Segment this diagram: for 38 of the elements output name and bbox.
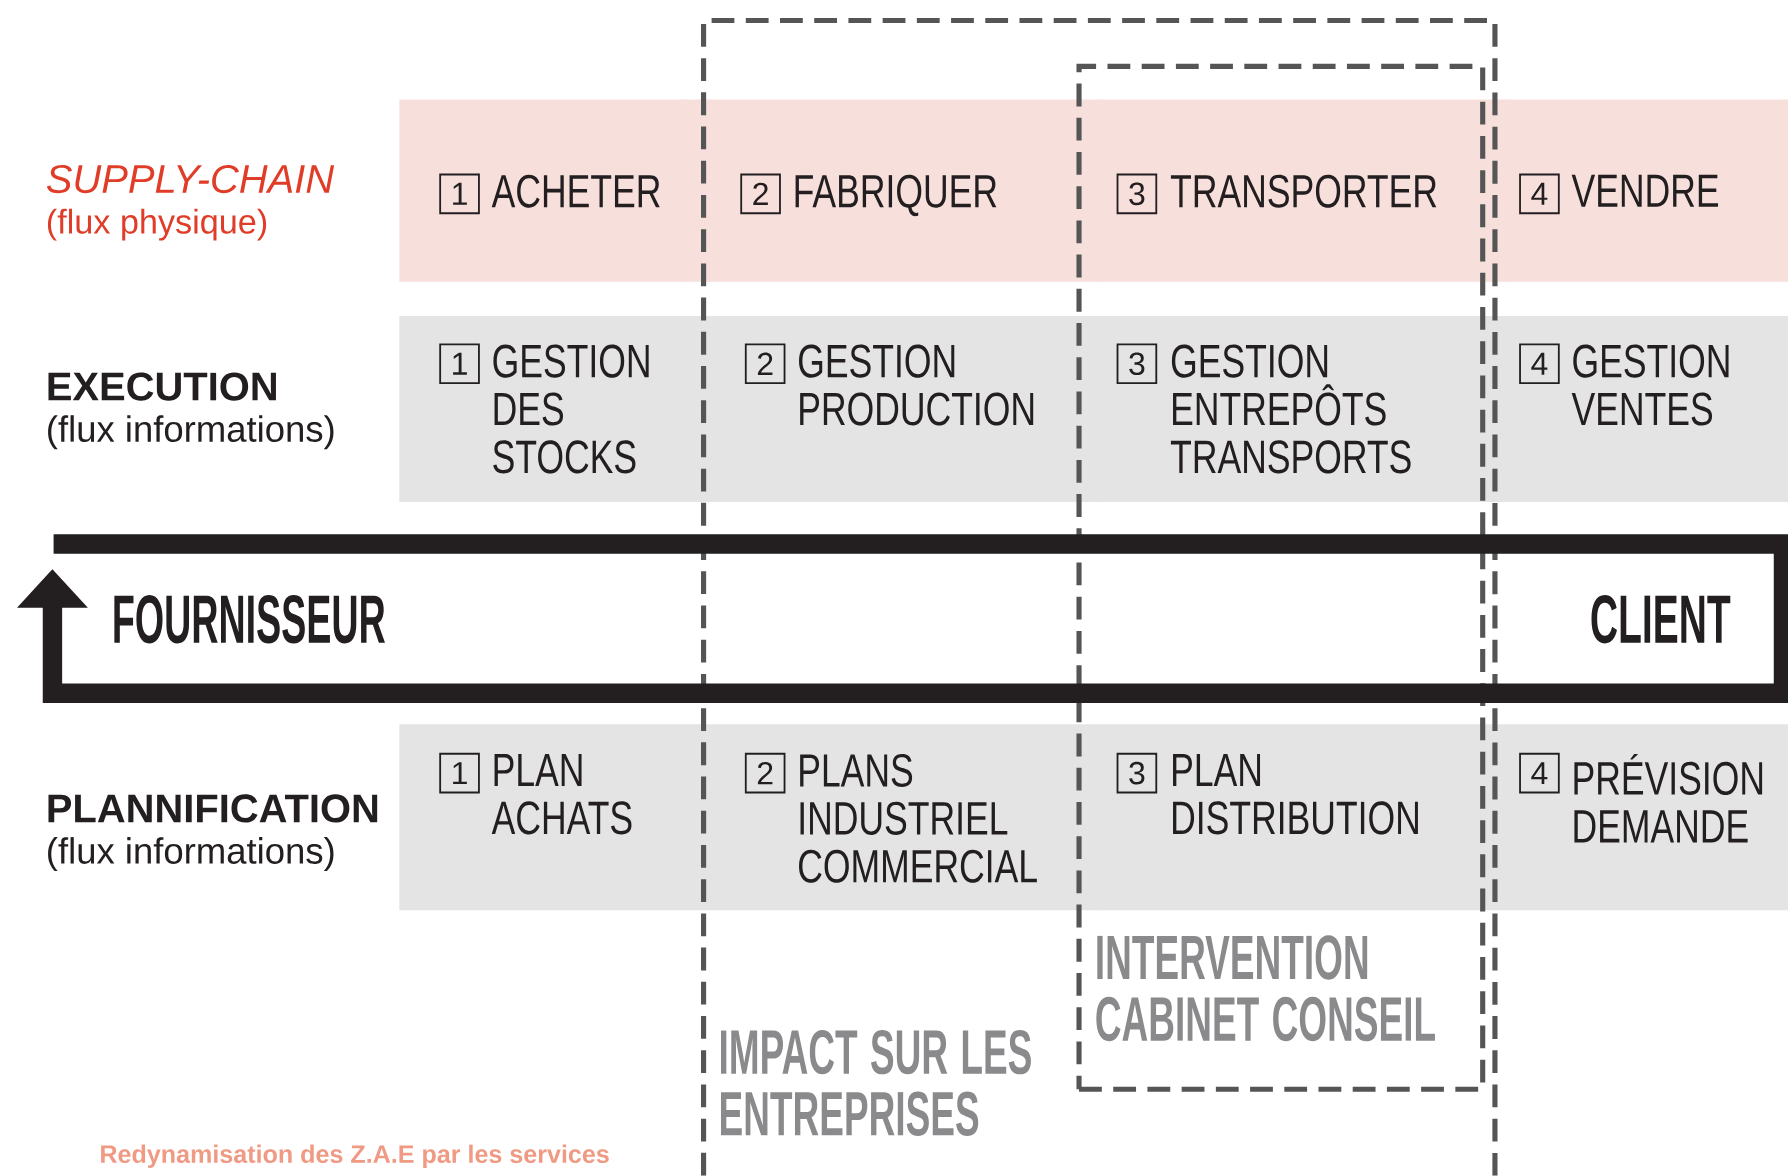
- node-label: GESTION VENTES: [1571, 344, 1729, 426]
- node-label: 2: [753, 182, 768, 206]
- end-label: FOURNISSEUR: [114, 595, 385, 644]
- node-label: 2: [757, 352, 773, 376]
- node-label: VENDRE: [1571, 174, 1719, 208]
- cell-box: 1 PLAN ACHATS: [399, 724, 686, 911]
- cell-box: 4 VENDRE: [1505, 99, 1788, 283]
- node-label: PLAN ACHATS: [491, 754, 632, 835]
- node-label: PRÉVISION DEMANDE: [1574, 754, 1763, 843]
- node-label: 4: [1531, 183, 1548, 206]
- node-label: PLANS INDUSTRIEL COMMERCIAL: [799, 754, 1037, 883]
- node-label: 1: [453, 762, 467, 785]
- node-label: 4: [1531, 352, 1548, 375]
- row-heading: SUPPLY-CHAIN: [46, 165, 335, 194]
- row-subheading: (flux informations): [48, 837, 334, 872]
- node-label: 4: [1531, 762, 1548, 785]
- node-label: 3: [1129, 762, 1145, 785]
- row-subheading: (flux informations): [48, 415, 334, 450]
- node-label: GESTION PRODUCTION: [799, 344, 1034, 426]
- cell-box: 4 GESTION VENTES: [1505, 316, 1788, 503]
- cell-box: 1 ACHETER: [399, 99, 686, 283]
- node-label: 1: [453, 352, 467, 375]
- cell-box: 1 GESTION DES STOCKS: [399, 316, 686, 503]
- node-label: TRANSPORTER: [1170, 174, 1437, 208]
- node-label: GESTION ENTREPÔTS TRANSPORTS: [1170, 344, 1411, 474]
- node-label: 2: [757, 762, 773, 785]
- node-label: PLAN DISTRIBUTION: [1173, 754, 1418, 835]
- row-heading: EXECUTION: [48, 372, 276, 401]
- node-label: FABRIQUER: [795, 174, 997, 217]
- cell-box: 4 PRÉVISION DEMANDE: [1505, 724, 1788, 911]
- row-subheading: (flux physique): [47, 208, 267, 241]
- node-label: 3: [1129, 182, 1145, 206]
- end-label: CLIENT: [1591, 595, 1731, 644]
- footer-note: Redynamisation des Z.A.E par les services: [101, 1144, 609, 1169]
- node-label: 3: [1129, 352, 1145, 376]
- node-label: GESTION DES STOCKS: [493, 344, 649, 474]
- node-label: ACHETER: [491, 174, 660, 208]
- node-label: 1: [453, 183, 467, 206]
